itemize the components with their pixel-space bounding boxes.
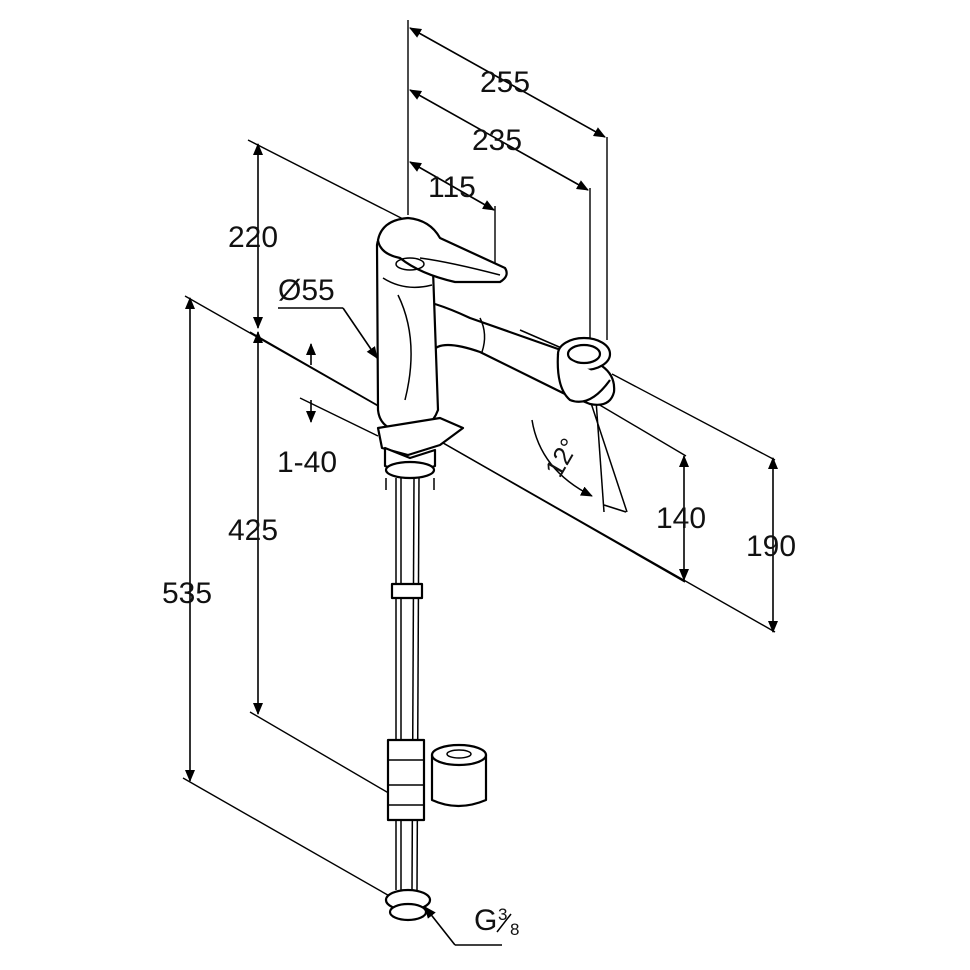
- spray-head-body: [556, 353, 611, 403]
- lever-handle: [376, 216, 508, 284]
- body-band: [382, 277, 433, 289]
- leader-55: [342, 307, 378, 359]
- angle-tick: [603, 504, 627, 513]
- extension-line-1-40: [299, 397, 379, 437]
- extension-line-425-bottom: [249, 711, 393, 796]
- label-140: 140: [656, 502, 706, 535]
- leader-thread: [424, 906, 456, 946]
- extension-line-190-top: [611, 373, 776, 461]
- lever-pivot: [395, 257, 425, 271]
- spray-head-ring: [566, 343, 602, 365]
- label-425: 425: [228, 514, 278, 547]
- label-255: 255: [480, 66, 530, 99]
- thread-denominator: 8: [510, 920, 519, 939]
- spout-joint-line: [479, 317, 486, 353]
- mounting-nut: [384, 460, 436, 480]
- extension-line-deck: [249, 331, 686, 583]
- label-115: 115: [428, 171, 476, 204]
- body-contour: [397, 294, 412, 401]
- lever-contour: [419, 257, 501, 276]
- label-diameter-55: Ø55: [278, 274, 335, 307]
- thread-numerator: 3: [498, 905, 507, 924]
- angle-line-slanted: [589, 399, 628, 513]
- hose-clip: [390, 582, 424, 600]
- hose-right-b: [416, 477, 420, 891]
- dimension-lines: [182, 20, 778, 946]
- label-thread: G: [474, 904, 497, 937]
- angle-line-vertical: [595, 399, 605, 513]
- hose-weight: [430, 753, 488, 808]
- dim-line-115: [409, 161, 495, 211]
- base-plate: [376, 416, 465, 457]
- hose-weight-top: [430, 743, 488, 767]
- dimension-labels: 255 235 115 220 Ø55 1-40 425 535 12° 140…: [162, 66, 796, 939]
- extension-line-140-top: [597, 403, 687, 457]
- faucet-illustration: [375, 216, 616, 922]
- extension-line-220-top: [247, 139, 406, 221]
- thread-prefix: G: [474, 904, 497, 937]
- hose-connector: [386, 738, 426, 822]
- hose-right-a: [411, 477, 415, 891]
- label-1-40: 1-40: [277, 446, 337, 479]
- angle-arc-12: [531, 419, 593, 497]
- label-535: 535: [162, 577, 212, 610]
- hose-weight-hole: [446, 749, 472, 759]
- extension-line-535-bottom: [182, 777, 401, 903]
- label-220: 220: [228, 221, 278, 254]
- label-190: 190: [746, 530, 796, 563]
- label-angle-12: 12°: [539, 433, 585, 482]
- dim-line-235: [409, 89, 589, 191]
- label-235: 235: [472, 124, 522, 157]
- bottom-fitting-nut: [388, 902, 428, 922]
- thread-fraction-bar: [496, 913, 512, 933]
